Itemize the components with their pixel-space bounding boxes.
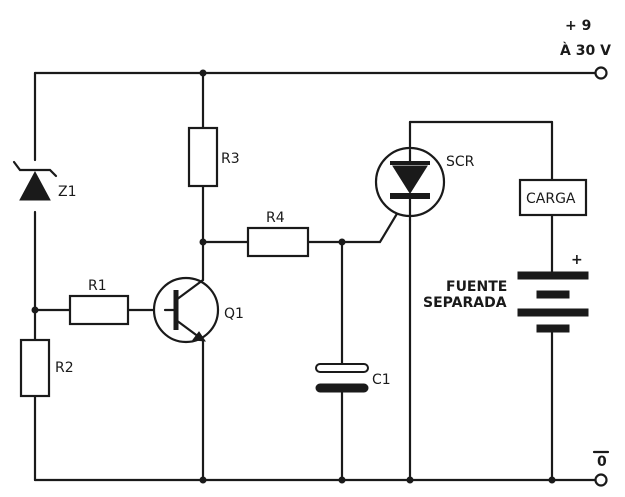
resistor-r2: R2 [19,338,74,398]
carga-label: CARGA [526,191,576,207]
resistor-r3: R3 [187,126,240,188]
junction-dots [31,69,556,484]
c1-label: C1 [372,372,391,388]
z1-label: Z1 [58,184,77,200]
battery-fuente-separada: + FUENTE SEPARADA [423,252,589,333]
wires [33,71,598,482]
q1-label: Q1 [224,306,244,322]
transistor-q1: Q1 [152,276,244,344]
r3-label: R3 [221,151,240,167]
load-box: CARGA [518,178,588,217]
ground-label: 0 [597,454,607,470]
supply-voltage-label-bottom: À 30 V [560,42,611,59]
r4-label: R4 [266,210,285,226]
r1-label: R1 [88,278,107,294]
separada-label: SEPARADA [423,295,507,311]
resistor-r4: R4 [246,210,310,258]
capacitor-c1: C1 [315,363,391,393]
supply-voltage-label-top: + 9 [565,18,591,34]
zener-diode-z1: Z1 [12,160,77,201]
fuente-label: FUENTE [446,279,507,295]
positive-terminal [594,66,608,80]
ground-terminal [594,473,608,487]
scr-thyristor: SCR [374,146,475,222]
battery-plus-label: + [571,252,583,268]
r2-label: R2 [55,360,74,376]
resistor-r1: R1 [68,278,130,326]
scr-label: SCR [446,154,475,170]
